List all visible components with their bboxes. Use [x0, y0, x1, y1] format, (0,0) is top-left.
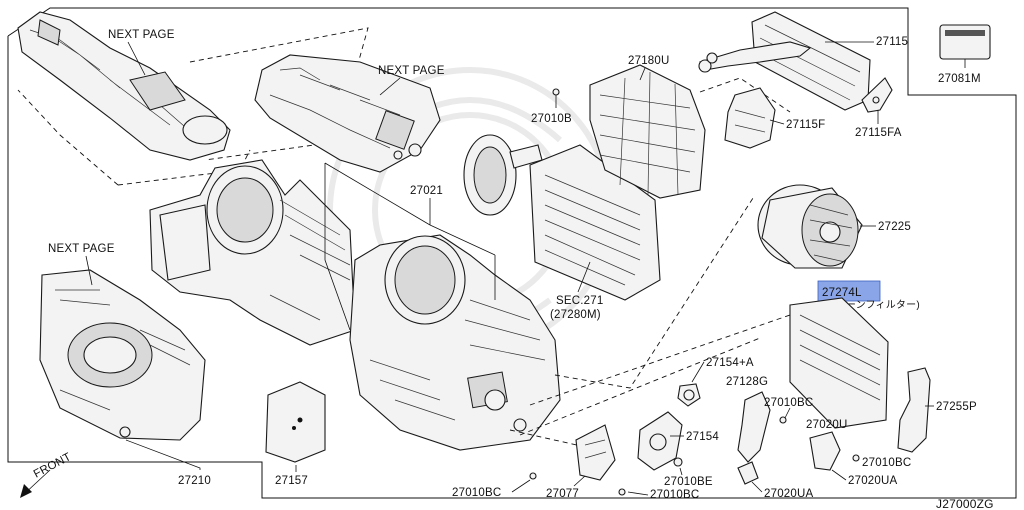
screw-27010BC-d [618, 488, 626, 496]
label-27010bc-d: 27010BC [650, 489, 699, 501]
clip-27020UA [737, 461, 759, 485]
blower-unit-lower-left [39, 269, 206, 441]
label-27210: 27210 [178, 475, 211, 487]
blower-housing-left [149, 159, 356, 346]
label-27020u: 27020U [806, 419, 847, 431]
label-27020ua-b: 27020UA [764, 488, 813, 500]
diagram-frame [7, 7, 1017, 499]
bracket-27255P [897, 367, 931, 453]
grommet-27154A [677, 383, 701, 407]
label-27274l[interactable]: 27274L [822, 287, 862, 299]
highlight-27274l [817, 280, 881, 302]
label-sec-271: SEC.271 [556, 295, 603, 307]
label-27010bc-c: 27010BC [452, 487, 501, 499]
label-27010be: 27010BE [664, 476, 713, 488]
next-page-label-1: NEXT PAGE [108, 29, 175, 41]
screw-27010BE [673, 457, 683, 467]
screw-27010BC-c [529, 472, 537, 480]
label-27157: 27157 [275, 475, 308, 487]
bracket-27115F [724, 87, 776, 149]
evaporator-inlet-ring [463, 134, 543, 216]
label-27280m: (27280M) [550, 309, 601, 321]
label-27154: 27154 [686, 431, 719, 443]
actuator-27128G [737, 391, 771, 463]
label-27128g: 27128G [726, 376, 768, 388]
evaporator-core [529, 144, 661, 301]
front-arrow-icon [20, 469, 51, 498]
clean-filter-27274L [789, 297, 889, 429]
label-27020ua-a: 27020UA [848, 475, 897, 487]
label-27225: 27225 [878, 221, 911, 233]
drawing-code: J27000ZG [936, 497, 994, 510]
label-27255p: 27255P [936, 401, 977, 413]
label-27115fa: 27115FA [855, 127, 902, 139]
heater-unit-main [349, 234, 561, 451]
motor-27154 [637, 411, 683, 471]
screw-27010B [552, 88, 560, 108]
label-27021: 27021 [410, 185, 443, 197]
label-27115: 27115 [876, 36, 908, 48]
filter-frame-27180U [589, 64, 706, 199]
front-label: FRONT [32, 451, 73, 481]
heater-case-upper [254, 54, 441, 173]
screw-27010BC-b [852, 454, 860, 462]
clip-27115FA [861, 77, 893, 113]
next-page-label-2: NEXT PAGE [378, 65, 445, 77]
bracket-27077 [575, 424, 616, 481]
label-27077: 27077 [546, 488, 579, 500]
label-27010bc-a: 27010BC [764, 397, 813, 409]
bracket-27020U [809, 431, 841, 471]
screw-27010BC-a [779, 416, 787, 424]
label-27081m: 27081M [938, 73, 981, 85]
next-page-label-3: NEXT PAGE [48, 243, 115, 255]
duct-upper-left [17, 11, 231, 161]
part-27157-pad [265, 381, 326, 463]
label-27180u: 27180U [628, 55, 669, 67]
part-27081M-label [939, 24, 991, 60]
label-27010bc-b: 27010BC [862, 457, 911, 469]
label-27154a: 27154+A [706, 357, 754, 369]
label-27010b: 27010B [531, 113, 572, 125]
heater-core-27115 [698, 11, 871, 111]
label-27115f: 27115F [786, 119, 825, 131]
blower-motor-27225 [757, 184, 863, 269]
